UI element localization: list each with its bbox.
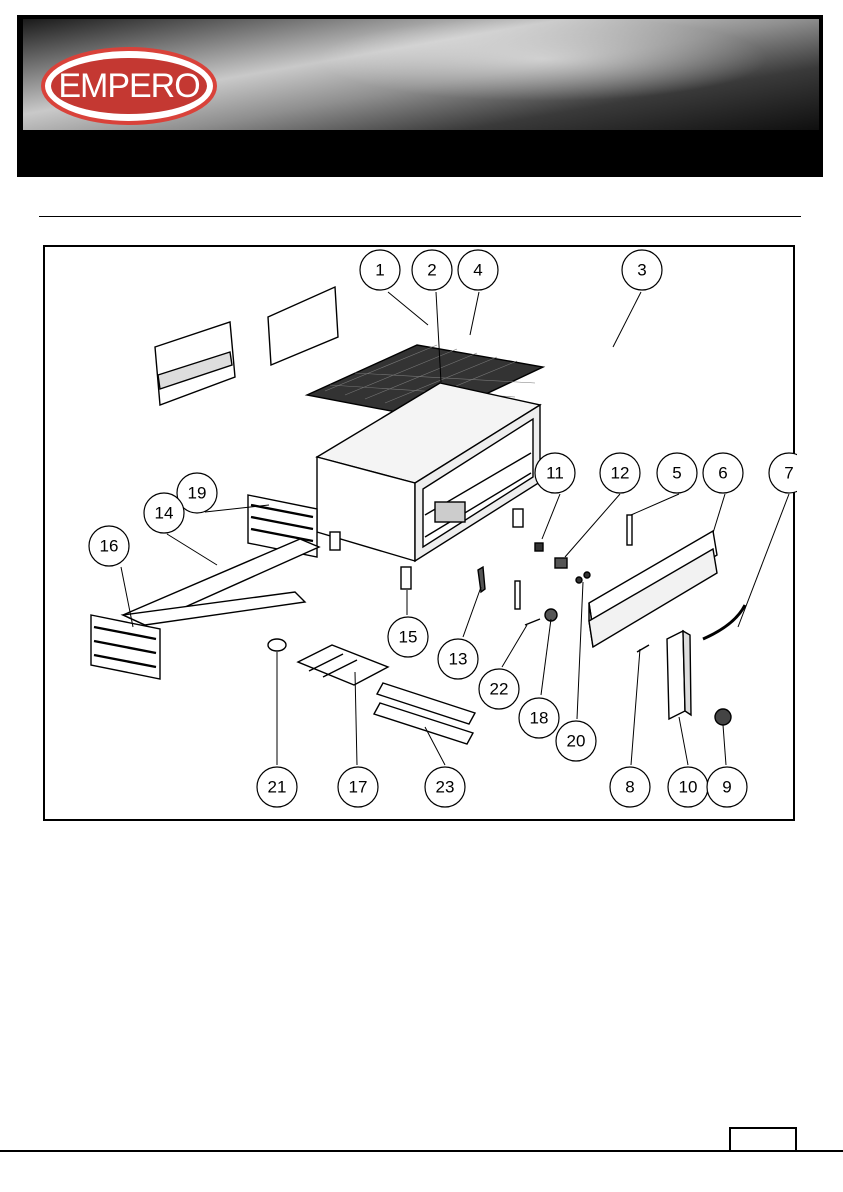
callout-10: 10 xyxy=(679,778,698,797)
callout-1: 1 xyxy=(375,261,384,280)
callout-3: 3 xyxy=(637,261,646,280)
callout-21: 21 xyxy=(268,778,287,797)
callout-2: 2 xyxy=(427,261,436,280)
page-number-tab xyxy=(729,1127,797,1152)
brand-logo: EMPERO xyxy=(39,45,219,127)
callout-12: 12 xyxy=(611,464,630,483)
exploded-parts-diagram: 1 2 4 3 19 14 16 11 12 5 6 7 15 13 22 18… xyxy=(43,245,795,821)
callout-11: 11 xyxy=(546,464,564,483)
footer-rule xyxy=(0,1150,843,1152)
header-title-bar xyxy=(17,132,823,177)
callout-7: 7 xyxy=(784,464,793,483)
callout-17: 17 xyxy=(349,778,368,797)
brand-logo-text: EMPERO xyxy=(39,45,219,127)
callout-16: 16 xyxy=(100,537,119,556)
callout-6: 6 xyxy=(718,464,727,483)
callout-15: 15 xyxy=(399,628,418,647)
callout-4: 4 xyxy=(473,261,482,280)
header-banner: EMPERO xyxy=(17,15,823,177)
callout-13: 13 xyxy=(449,650,468,669)
callout-5: 5 xyxy=(672,464,681,483)
section-divider xyxy=(39,216,801,217)
parts-drawing: 1 2 4 3 19 14 16 11 12 5 6 7 15 13 22 18… xyxy=(45,247,797,823)
callout-23: 23 xyxy=(436,778,455,797)
callout-18: 18 xyxy=(530,709,549,728)
callout-8: 8 xyxy=(625,778,634,797)
callout-9: 9 xyxy=(722,778,731,797)
callout-14: 14 xyxy=(155,504,174,523)
callout-20: 20 xyxy=(567,732,586,751)
callout-22: 22 xyxy=(490,680,509,699)
callout-19: 19 xyxy=(188,484,207,503)
